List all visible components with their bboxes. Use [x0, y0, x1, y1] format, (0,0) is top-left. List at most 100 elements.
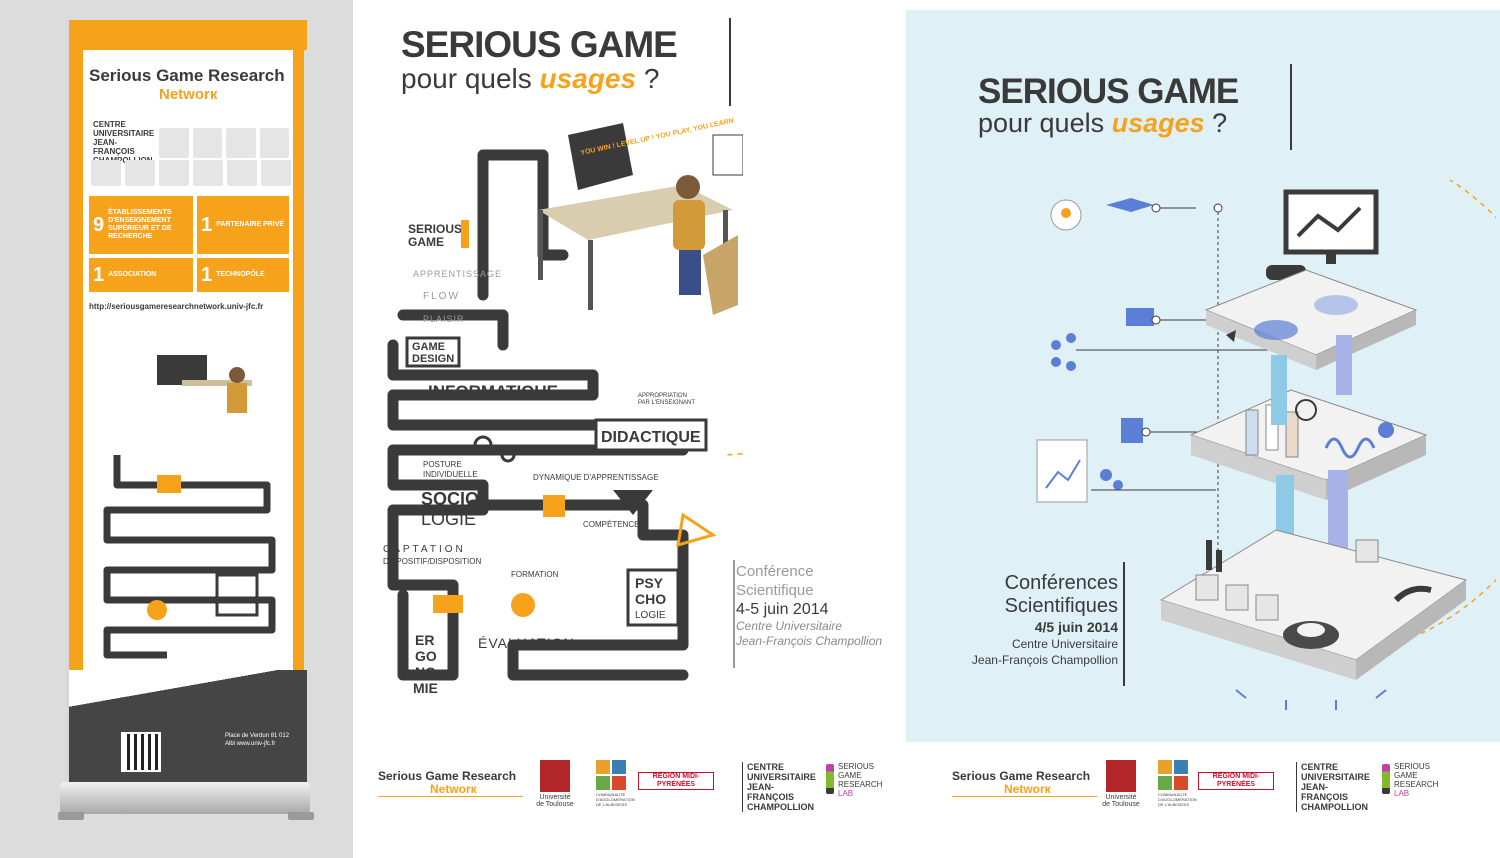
banner-stand [60, 782, 310, 814]
centre-logo: CENTRE UNIVERSITAIRE JEAN-FRANÇOIS CHAMP… [1296, 762, 1370, 812]
middle-poster: SERIOUS GAME pour quels usages ? YOU WIN… [353, 0, 906, 858]
communaute-mark [596, 760, 626, 790]
partner-logo [192, 128, 222, 158]
middle-footer-logos: Serious Game Research Networк Université… [378, 752, 898, 812]
sgrn-line2: Networк [1004, 782, 1051, 796]
communaute-label: COMMUNAUTÉ D'AGGLOMÉRATION DE L'ALBIGEOI… [596, 792, 635, 807]
subtitle-accent: usages [539, 63, 637, 94]
stat-number: 1 [93, 263, 105, 286]
middle-poster-subtitle: pour quels usages ? [401, 63, 659, 95]
label-posture-2: INDIVIDUELLE [423, 470, 478, 479]
subtitle-accent: usages [1111, 108, 1205, 138]
sgrn-logo: Serious Game Research Networк [952, 770, 1102, 797]
banner-side-band [290, 20, 304, 785]
lab-line2: GAME [1394, 771, 1418, 780]
stand-foot [288, 812, 314, 820]
universite-toulouse-logo: Université de Toulouse [536, 760, 574, 808]
books-icon [1121, 418, 1143, 443]
qr-code [121, 732, 161, 772]
label-game-design-1: GAME [412, 341, 445, 353]
conf-place-1: Centre Universitaire [736, 619, 843, 633]
label-ergo-4: MIE [413, 680, 438, 696]
banner-stats: 9 ÉTABLISSEMENTS D'ENSEIGNEMENT SUPÉRIEU… [89, 196, 289, 292]
sgrn-underline [952, 796, 1097, 797]
conf-date: 4-5 juin 2014 [736, 601, 829, 618]
conf-line1: Conférences [1004, 572, 1118, 594]
label-didactique: DIDACTIQUE [601, 429, 701, 446]
button-icon [1051, 340, 1061, 350]
middle-poster-title: SERIOUS GAME [401, 24, 678, 65]
pencil-icon [1382, 764, 1390, 794]
label-psycho-1: PSY [635, 575, 664, 591]
label-dispositif: DISPOSITIF/DISPOSITION [383, 557, 481, 566]
banner-centre-logo: CENTRE UNIVERSITAIRE JEAN-FRANÇOIS CHAMP… [93, 120, 155, 165]
label-dynamique: DYNAMIQUE D'APPRENTISSAGE [533, 473, 659, 482]
sgrn-underline [378, 796, 523, 797]
label-appropriation-1: APPROPRIATION [638, 393, 687, 399]
conf-divider [1123, 562, 1125, 686]
lab-line1: SERIOUS [838, 762, 875, 771]
universite-mark [1106, 760, 1136, 792]
region-logo: RÉGION MIDI-PYRÉNÉES [638, 772, 714, 790]
label-psycho-2: CHO [635, 591, 666, 607]
middle-conference-info: Conférence Scientifique 4-5 juin 2014 Ce… [736, 562, 901, 649]
right-poster-illustration [1036, 180, 1496, 710]
conf-date: 4/5 juin 2014 [1034, 619, 1118, 635]
label-informatique: INFORMATIQUE [428, 382, 558, 401]
label-game-design-2: DESIGN [412, 353, 454, 365]
label-evaluation: ÉVALUATION [478, 635, 575, 651]
stat-box: 1 PARTENAIRE PRIVÉ [197, 196, 289, 254]
presentation-board-icon [1036, 439, 1088, 503]
title-divider [1290, 64, 1292, 150]
banner-footer: Place de Verdun 81 012 Albi www.univ-jfc… [69, 710, 307, 785]
conf-place-1: Centre Universitaire [1011, 637, 1118, 651]
banner-title-line2: Networк [159, 86, 218, 103]
stat-text: PARTENAIRE PRIVÉ [216, 221, 285, 228]
banner-partner-logos-2 [91, 160, 291, 186]
label-captation: CAPTATION [383, 544, 466, 555]
label-ergo-1: ER [415, 632, 434, 648]
stat-text: TECHNOPÔLE [216, 271, 265, 278]
conf-place-2: Jean-François Champollion [971, 653, 1118, 667]
sgr-lab-logo: SERIOUS GAME RESEARCH LAB [1382, 762, 1439, 798]
gear-icon [1100, 469, 1112, 481]
stat-box: 1 ASSOCIATION [89, 258, 193, 292]
right-poster-title: SERIOUS GAME [978, 72, 1239, 111]
pencil-icon [826, 764, 834, 794]
stat-box: 1 TECHNOPÔLE [197, 258, 289, 292]
banner-mini-illustration [103, 355, 276, 659]
banner-title-line1: Serious Game Research [89, 66, 285, 85]
graduation-cap-icon [1106, 198, 1154, 212]
right-conference-info: Conférences Scientifiques 4/5 juin 2014 … [946, 572, 1118, 668]
stat-box: 9 ÉTABLISSEMENTS D'ENSEIGNEMENT SUPÉRIEU… [89, 196, 193, 254]
rollup-banner-panel: Serious Game Research Networк CENTRE UNI… [0, 0, 353, 858]
lab-line3: RESEARCH [1394, 780, 1439, 789]
middle-poster-illustration: YOU WIN ! LEVEL UP ! YOU PLAY, YOU LEARN… [383, 118, 743, 696]
label-game: GAME [408, 235, 444, 249]
subtitle-post: ? [1204, 108, 1228, 138]
universite-label: Université de Toulouse [536, 794, 574, 808]
label-socio-1: SOCIO [421, 489, 479, 509]
partner-logo [226, 128, 256, 158]
right-footer-logos: Serious Game Research Networк Université… [952, 752, 1442, 812]
universite-toulouse-logo: Université de Toulouse [1102, 760, 1140, 808]
banner-address: Place de Verdun 81 012 Albi www.univ-jfc… [225, 733, 290, 747]
partner-logo [125, 160, 155, 186]
universite-mark [540, 760, 570, 792]
subtitle-pre: pour quels [401, 63, 540, 94]
label-apprentissage: APPRENTISSAGE [413, 269, 502, 279]
stat-number: 1 [201, 263, 213, 286]
sgrn-line1: Serious Game Research [378, 769, 517, 783]
banner-url: http://seriousgameresearchnetwork.univ-j… [89, 302, 264, 311]
region-logo: RÉGION MIDI-PYRÉNÉES [1198, 772, 1274, 790]
lab-line4: LAB [1394, 789, 1410, 798]
partner-logo [259, 128, 289, 158]
label-flow: FLOW [423, 291, 460, 302]
label-plaisir: PLAISIR [423, 314, 465, 324]
partner-logo [261, 160, 291, 186]
conf-line2: Scientifique [736, 582, 814, 599]
stat-text: ASSOCIATION [108, 271, 157, 278]
conf-line1: Conférence [736, 563, 814, 580]
stat-number: 1 [201, 213, 213, 236]
label-appropriation-2: PAR L'ENSEIGNANT [638, 400, 695, 406]
